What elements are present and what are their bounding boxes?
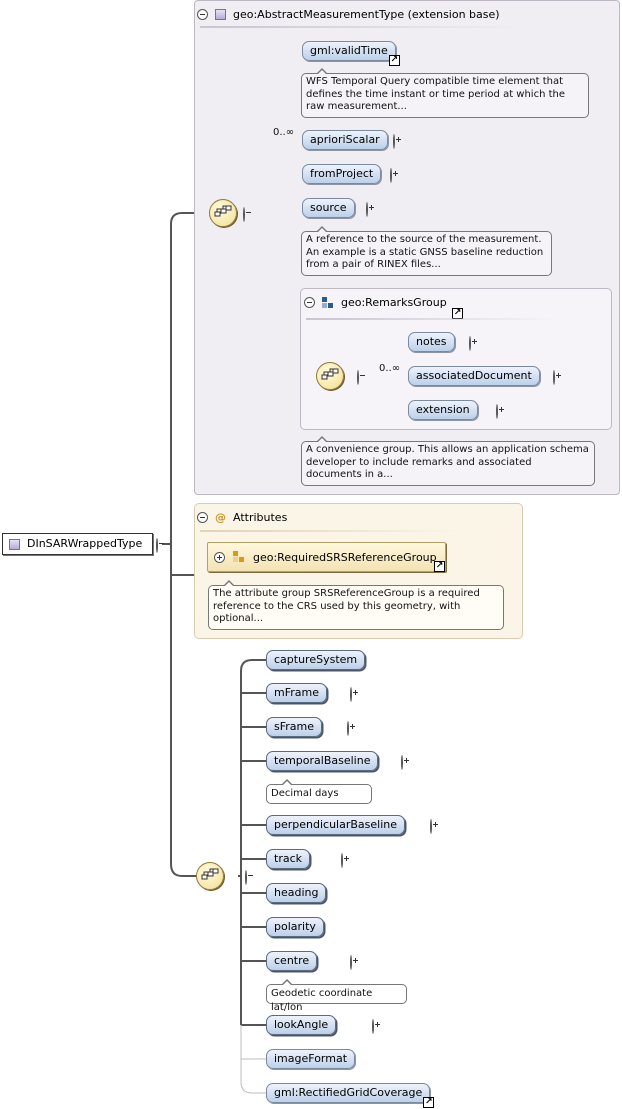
- element-source[interactable]: source: [302, 198, 355, 218]
- mframe-expand-toggle[interactable]: [350, 687, 352, 702]
- documentation-source: A reference to the source of the measure…: [301, 226, 552, 276]
- element-fromproject[interactable]: fromProject: [302, 164, 382, 184]
- documentation-remarks-group: A convenience group. This allows an appl…: [301, 436, 595, 486]
- attribute-group-icon: [233, 551, 244, 562]
- sequence-compositor-icon[interactable]: [316, 362, 344, 390]
- element-extension[interactable]: extension: [408, 400, 478, 420]
- title-rule: [306, 318, 556, 320]
- associateddocument-expand-toggle[interactable]: [553, 370, 555, 385]
- element-temporalbaseline[interactable]: temporalBaseline: [266, 751, 379, 771]
- documentation-validtime: WFS Temporal Query compatible time eleme…: [301, 68, 589, 118]
- element-imageformat[interactable]: imageFormat: [266, 1049, 356, 1069]
- extension-base-header: geo:AbstractMeasurementType (extension b…: [197, 8, 500, 21]
- notes-expand-toggle[interactable]: [469, 336, 471, 351]
- element-centre[interactable]: centre: [266, 951, 318, 971]
- source-expand-toggle[interactable]: [366, 202, 368, 217]
- element-associateddocument[interactable]: associatedDocument: [408, 366, 540, 386]
- attributes-header: @ Attributes: [197, 511, 287, 524]
- root-collapse-toggle[interactable]: [156, 538, 158, 553]
- remarks-group-header: geo:RemarksGroup: [304, 296, 447, 309]
- element-track[interactable]: track: [266, 849, 310, 869]
- attributes-title: Attributes: [233, 511, 288, 524]
- title-rule: [200, 26, 520, 28]
- main-sequence-toggle[interactable]: [245, 870, 247, 885]
- element-gml-rectifiedgridcoverage[interactable]: gml:RectifiedGridCoverage ↗: [266, 1083, 435, 1108]
- extension-expand-toggle[interactable]: [496, 404, 498, 419]
- element-lookangle[interactable]: lookAngle: [266, 1015, 337, 1035]
- reference-link-icon[interactable]: ↗: [434, 561, 445, 572]
- track-expand-toggle[interactable]: [341, 853, 343, 868]
- remarks-collapse-toggle[interactable]: [304, 297, 315, 308]
- attribute-group-label: geo:RequiredSRSReferenceGroup: [253, 550, 437, 564]
- sequence-compositor-icon[interactable]: [196, 862, 224, 890]
- lookangle-expand-toggle[interactable]: [372, 1019, 374, 1034]
- centre-expand-toggle[interactable]: [350, 955, 352, 970]
- attribute-group-required-srs[interactable]: geo:RequiredSRSReferenceGroup: [207, 542, 446, 572]
- cardinality-aprioriscalar: 0..∞: [273, 127, 295, 138]
- perpendicularbaseline-expand-toggle[interactable]: [430, 819, 432, 834]
- group-icon: [322, 296, 333, 308]
- element-mframe[interactable]: mFrame: [266, 683, 327, 703]
- element-heading[interactable]: heading: [266, 883, 327, 903]
- element-polarity[interactable]: polarity: [266, 917, 324, 937]
- complex-type-icon: [9, 538, 20, 550]
- element-notes[interactable]: notes: [408, 332, 455, 352]
- documentation-attribute-group: The attribute group SRSReferenceGroup is…: [208, 580, 504, 630]
- extension-collapse-toggle[interactable]: [197, 9, 208, 20]
- complex-type-icon: [215, 9, 226, 20]
- sequence-compositor-icon[interactable]: [209, 199, 237, 227]
- attribute-group-expand-toggle[interactable]: [214, 551, 225, 563]
- temporalbaseline-expand-toggle[interactable]: [401, 755, 403, 770]
- cardinality-associateddocument: 0..∞: [379, 363, 401, 374]
- documentation-centre: Geodetic coordinate lat/lon: [266, 979, 407, 1013]
- extension-base-title: geo:AbstractMeasurementType (extension b…: [233, 8, 500, 21]
- remarks-group-title: geo:RemarksGroup: [341, 296, 447, 309]
- element-gml-validtime[interactable]: gml:validTime ↗: [302, 41, 400, 66]
- sframe-expand-toggle[interactable]: [347, 721, 349, 736]
- reference-link-icon[interactable]: ↗: [388, 55, 400, 66]
- root-type-box[interactable]: DInSARWrappedType: [2, 533, 153, 555]
- title-rule: [200, 530, 460, 532]
- fromproject-expand-toggle[interactable]: [390, 168, 392, 183]
- element-perpendicularbaseline[interactable]: perpendicularBaseline: [266, 815, 406, 835]
- element-aprioriscalar[interactable]: aprioriScalar: [302, 130, 388, 150]
- reference-link-icon[interactable]: ↗: [423, 1097, 435, 1108]
- remarks-sequence-toggle[interactable]: [357, 370, 359, 385]
- attributes-collapse-toggle[interactable]: [197, 512, 208, 523]
- attribute-icon: @: [215, 511, 226, 524]
- documentation-temporalbaseline: Decimal days: [266, 779, 372, 804]
- sequence-collapse-toggle[interactable]: [243, 207, 245, 222]
- element-capturesystem[interactable]: captureSystem: [266, 650, 366, 670]
- element-sframe[interactable]: sFrame: [266, 717, 323, 737]
- root-type-label: DInSARWrappedType: [27, 537, 143, 550]
- aprioriscalar-expand-toggle[interactable]: [393, 134, 395, 149]
